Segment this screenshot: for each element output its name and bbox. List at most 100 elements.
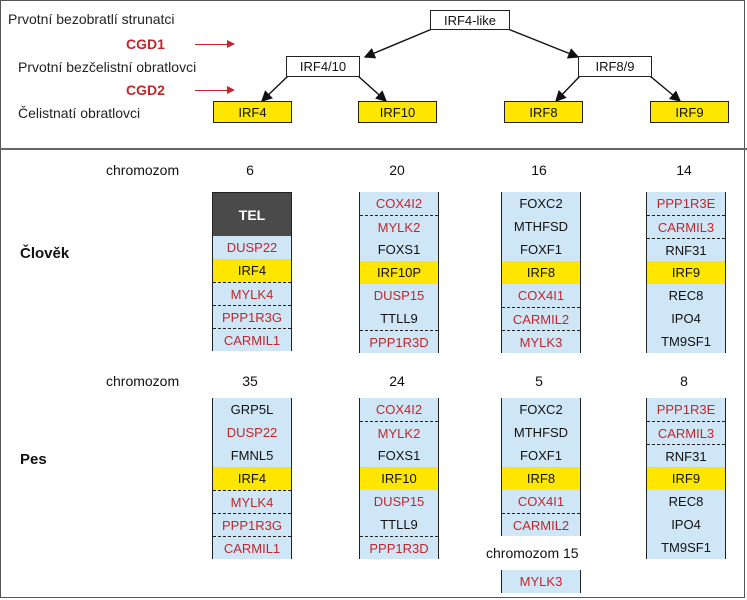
dog-extra-chromosome-column: MYLK3	[501, 570, 581, 593]
level-invertebrates-label: Prvotní bezobratlí strunatci	[8, 11, 175, 27]
cgd1-label: CGD1	[126, 36, 165, 52]
gene-block: CARMIL1	[213, 536, 291, 559]
gene-block: FOXF1	[502, 238, 580, 261]
gene-block: PPP1R3D	[360, 330, 438, 353]
irf-gene-block: IRF9	[647, 467, 725, 490]
branch-irf89-irf9	[649, 75, 682, 102]
irf-gene-block: IRF10P	[360, 261, 438, 284]
species-dog-label: Pes	[20, 451, 47, 468]
section-divider	[0, 148, 747, 150]
gene-block: MYLK2	[360, 421, 438, 444]
gene-block: CARMIL3	[647, 215, 725, 238]
gene-block: DUSP15	[360, 490, 438, 513]
tree-leaf-irf4: IRF4	[213, 101, 292, 123]
gene-block: FOXF1	[502, 444, 580, 467]
gene-block: FOXC2	[502, 398, 580, 421]
branch-irf410-irf4	[260, 75, 289, 102]
tree-leaf-irf8: IRF8	[504, 101, 583, 123]
gene-block: MYLK4	[213, 282, 291, 305]
level-jawless-label: Prvotní bezčelistní obratlovci	[18, 59, 197, 75]
gene-block: PPP1R3D	[360, 536, 438, 559]
gene-block: GRP5L	[213, 398, 291, 421]
gene-block: FOXS1	[360, 444, 438, 467]
level-jawed-label: Čelistnatí obratlovci	[18, 105, 141, 121]
tree-node-irf4-10: IRF4/10	[286, 56, 360, 77]
gene-block: CARMIL1	[213, 328, 291, 351]
gene-block: FOXC2	[502, 192, 580, 215]
dog-extra-chromosome-label: chromozom 15	[486, 545, 579, 561]
branch-irf89-irf8	[555, 75, 581, 103]
gene-block: IPO4	[647, 307, 725, 330]
tree-node-root: IRF4-like	[430, 10, 510, 30]
gene-block: COX4I1	[502, 490, 580, 513]
gene-block: PPP1R3E	[647, 192, 725, 215]
gene-block: IPO4	[647, 513, 725, 536]
irf-gene-block: IRF4	[213, 467, 291, 490]
gene-block: DUSP15	[360, 284, 438, 307]
gene-block: MYLK3	[502, 570, 580, 593]
phylogeny-tree	[260, 28, 682, 103]
gene-block: PPP1R3G	[213, 305, 291, 328]
irf-gene-block: IRF10	[360, 467, 438, 490]
gene-block: PPP1R3G	[213, 513, 291, 536]
gene-block: REC8	[647, 490, 725, 513]
dog-chromosome-number: 35	[242, 373, 258, 389]
irf-gene-block: IRF4	[213, 259, 291, 282]
human-chromosome-number: 20	[389, 162, 405, 178]
gene-block: TM9SF1	[647, 536, 725, 559]
telomere-block: TEL	[213, 192, 291, 236]
cgd2-arrow	[195, 86, 235, 94]
gene-block: MYLK3	[502, 330, 580, 353]
gene-block: TTLL9	[360, 307, 438, 330]
irf-gene-block: IRF8	[502, 467, 580, 490]
gene-block: MYLK2	[360, 215, 438, 238]
gene-block: DUSP22	[213, 236, 291, 259]
gene-block: COX4I1	[502, 284, 580, 307]
gene-block: RNF31	[647, 444, 725, 467]
irf-gene-block: IRF9	[647, 261, 725, 284]
human-chromosome-label: chromozom	[106, 162, 180, 178]
cgd2-label: CGD2	[126, 82, 165, 98]
gene-block: COX4I2	[360, 192, 438, 215]
gene-block: MTHFSD	[502, 421, 580, 444]
branch-irf410-irf10	[357, 75, 388, 102]
tree-leaf-irf10: IRF10	[358, 101, 437, 123]
gene-block: COX4I2	[360, 398, 438, 421]
gene-block: CARMIL3	[647, 421, 725, 444]
gene-block: TTLL9	[360, 513, 438, 536]
gene-block: CARMIL2	[502, 513, 580, 536]
human-chromosome-number: 6	[246, 162, 254, 178]
species-human-label: Člověk	[20, 245, 70, 262]
gene-block: TM9SF1	[647, 330, 725, 353]
dog-chromosome-label: chromozom	[106, 373, 180, 389]
gene-block: REC8	[647, 284, 725, 307]
gene-block: RNF31	[647, 238, 725, 261]
gene-block: MYLK4	[213, 490, 291, 513]
human-chromosome-number: 14	[676, 162, 692, 178]
irf-gene-block: IRF8	[502, 261, 580, 284]
branch-root-left	[363, 28, 433, 59]
gene-block: DUSP22	[213, 421, 291, 444]
branch-root-right	[507, 28, 580, 59]
gene-block: FMNL5	[213, 444, 291, 467]
gene-block: MTHFSD	[502, 215, 580, 238]
dog-chromosome-number: 8	[680, 373, 688, 389]
cgd1-arrow	[195, 40, 235, 48]
gene-block: PPP1R3E	[647, 398, 725, 421]
tree-node-irf8-9: IRF8/9	[578, 56, 652, 77]
tree-leaf-irf9: IRF9	[650, 101, 729, 123]
dog-chromosome-number: 24	[389, 373, 405, 389]
dog-chromosome-number: 5	[535, 373, 543, 389]
human-chromosome-number: 16	[531, 162, 547, 178]
gene-block: CARMIL2	[502, 307, 580, 330]
gene-block: FOXS1	[360, 238, 438, 261]
